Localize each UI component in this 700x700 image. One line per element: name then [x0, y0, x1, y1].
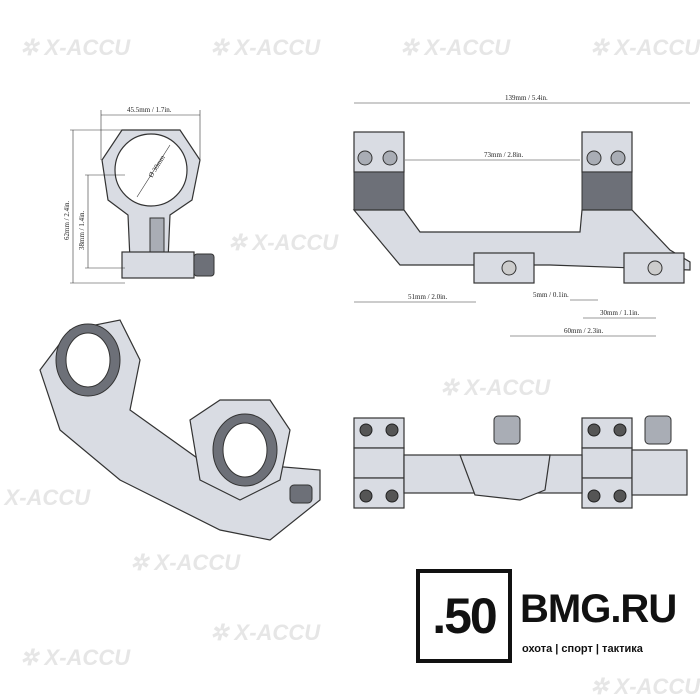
- watermark-text: ✲ X-ACCU: [590, 35, 700, 60]
- screw-icon: [613, 489, 627, 503]
- top-view: [353, 415, 688, 509]
- front-view: 45.5mm / 1.7in. 62mm / 2.4in. 38mm / 1.4…: [63, 106, 215, 284]
- ring-spacing-label: 73mm / 2.8in.: [484, 151, 524, 159]
- side-view: 139mm / 5.4in. 73mm / 2.8in. 51mm / 2.0i…: [352, 94, 691, 337]
- front-width-label: 45.5mm / 1.7in.: [127, 106, 172, 114]
- watermark-text: ✲ X-ACCU: [20, 35, 131, 60]
- front-center-height-label: 38mm / 1.4in.: [78, 210, 86, 250]
- screw-icon: [385, 423, 399, 437]
- length-label: 139mm / 5.4in.: [505, 94, 548, 102]
- screw-icon: [587, 423, 601, 437]
- watermarks: ✲ X-ACCU ✲ X-ACCU ✲ X-ACCU ✲ X-ACCU ✲ X-ACCU…: [0, 35, 700, 699]
- screw-icon: [385, 489, 399, 503]
- screw-icon: [613, 423, 627, 437]
- watermark-text: ✲ X-ACCU: [130, 550, 241, 575]
- watermark-text: ✲ X-ACCU: [440, 375, 551, 400]
- isometric-view: [39, 319, 321, 541]
- offset-label: 51mm / 2.0in.: [408, 293, 448, 301]
- screw-icon: [359, 489, 373, 503]
- watermark-text: ✲ X-ACCU: [0, 485, 91, 510]
- watermark-text: ✲ X-ACCU: [400, 35, 511, 60]
- logo-tagline: охота | спорт | тактика: [522, 643, 643, 655]
- watermark-text: ✲ X-ACCU: [210, 620, 321, 645]
- lug-label: 5mm / 0.1in.: [533, 291, 569, 299]
- front-height-label: 62mm / 2.4in.: [63, 200, 71, 240]
- watermark-text: ✲ X-ACCU: [228, 230, 339, 255]
- bmg-logo: .50 BMG.RU охота | спорт | тактика: [416, 569, 677, 669]
- watermark-text: ✲ X-ACCU: [590, 674, 700, 699]
- logo-number: .50: [416, 569, 512, 663]
- clamp-to-lug-label: 30mm / 1.1in.: [600, 309, 640, 317]
- watermark-text: ✲ X-ACCU: [20, 645, 131, 670]
- logo-name: BMG.RU: [520, 587, 677, 631]
- clamp-spacing-label: 60mm / 2.3in.: [564, 327, 604, 335]
- watermark-text: ✲ X-ACCU: [210, 35, 321, 60]
- screw-icon: [587, 489, 601, 503]
- screw-icon: [359, 423, 373, 437]
